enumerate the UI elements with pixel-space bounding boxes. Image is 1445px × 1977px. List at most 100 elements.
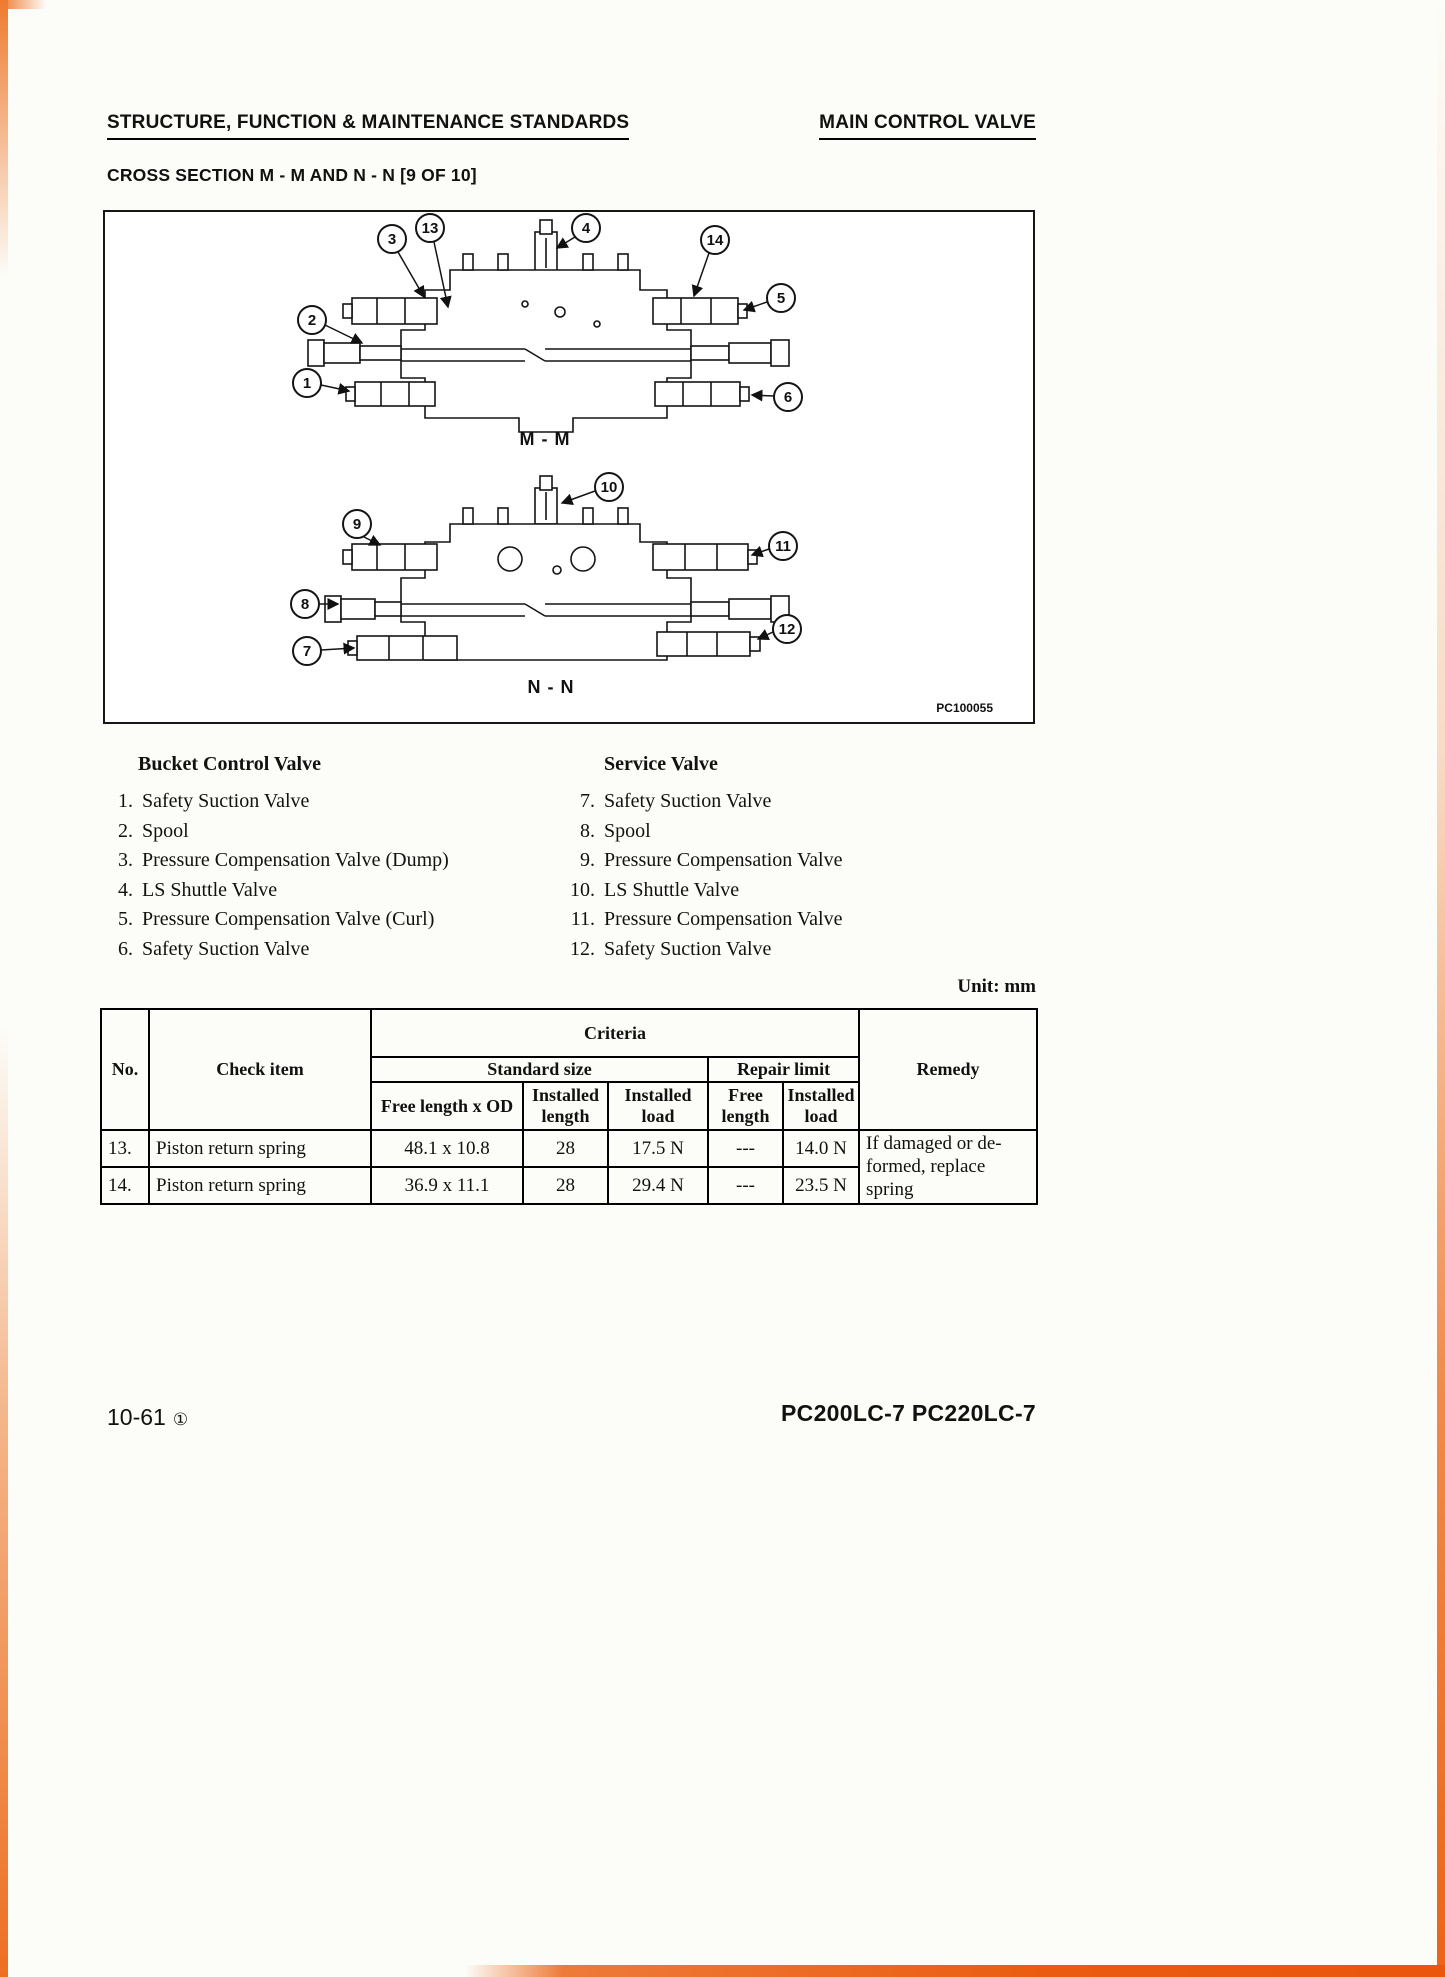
legend-bucket-control-valve: Bucket Control Valve 1. Safety Suction V… [107, 750, 552, 964]
col-header-repair-free-length: Free length [707, 1081, 784, 1131]
figure-drawing: 1 2 3 4 5 [290, 213, 993, 715]
callout-10: 10 [594, 472, 624, 502]
cell-remedy: If damaged or de- formed, replace spring [858, 1128, 1039, 1206]
legend-item-4: 4. LS Shuttle Valve [107, 876, 552, 906]
legend-right-title: Service Valve [604, 753, 718, 775]
cell-check-item: Piston return spring [148, 1166, 372, 1206]
callout-6-number: 6 [784, 389, 792, 406]
col-header-repair-limit: Repair limit [706, 1056, 861, 1083]
m-m-leader-lines [320, 236, 775, 402]
callout-5-number: 5 [777, 290, 785, 307]
scan-edge-bottom [465, 1965, 1445, 1977]
callout-12-number: 12 [779, 621, 796, 638]
table-row-13: 13. Piston return spring 48.1 x 10.8 28 … [100, 1128, 1039, 1206]
callout-5: 5 [766, 283, 796, 313]
cell-repair-installed-load: 14.0 N [781, 1128, 861, 1169]
callout-8: 8 [290, 589, 320, 619]
callout-2-number: 2 [308, 312, 316, 329]
cross-section-m-m [307, 219, 790, 433]
cell-free-length-od: 48.1 x 10.8 [370, 1128, 524, 1169]
callout-2: 2 [297, 305, 327, 335]
legend-item-label: LS Shuttle Valve [604, 878, 740, 901]
legend-item-number: 9. [580, 849, 595, 871]
legend-item-label: LS Shuttle Valve [142, 878, 278, 901]
cell-installed-length: 28 [522, 1128, 609, 1169]
cell-installed-load: 29.4 N [607, 1166, 709, 1206]
legend-item-number: 1. [118, 790, 133, 812]
legend-item-number: 5. [118, 908, 133, 930]
unit-label: Unit: mm [957, 976, 1036, 997]
legend-item-label: Pressure Compensation Valve [604, 908, 843, 930]
callout-12: 12 [772, 614, 802, 644]
page-number: 10-61 ① [107, 1404, 188, 1431]
cell-repair-free-length: --- [707, 1128, 784, 1169]
callout-7-number: 7 [303, 643, 311, 660]
callout-7: 7 [292, 636, 322, 666]
legend-item-number: 12. [570, 937, 595, 960]
cell-check-item: Piston return spring [148, 1128, 372, 1169]
model-designation: PC200LC-7 PC220LC-7 [781, 1400, 1036, 1426]
legend-item-label: Safety Suction Valve [142, 790, 310, 812]
callout-11: 11 [768, 531, 798, 561]
callout-14-number: 14 [707, 232, 724, 249]
legend-item-7: 7. Safety Suction Valve [565, 787, 1035, 817]
callout-9: 9 [342, 509, 372, 539]
callout-11-number: 11 [775, 538, 791, 555]
callout-9-number: 9 [353, 516, 361, 533]
callout-1-number: 1 [303, 375, 311, 392]
legend-item-label: Pressure Compensation Valve [604, 849, 843, 871]
legend-item-11: 11. Pressure Compensation Valve [565, 905, 1035, 935]
callout-6: 6 [773, 382, 803, 412]
legend-item-number: 3. [118, 849, 133, 871]
n-n-callouts: 7 8 9 10 11 [290, 472, 802, 666]
callout-10-number: 10 [601, 479, 618, 496]
legend-item-label: Spool [142, 819, 189, 842]
cell-free-length-od: 36.9 x 11.1 [370, 1166, 524, 1206]
col-header-installed-load: Installed load [607, 1081, 709, 1131]
page-number-text: 10-61 [107, 1404, 166, 1430]
callout-4-number: 4 [582, 220, 591, 237]
legend-item-2: 2. Spool [107, 817, 552, 847]
page-number-symbol: ① [172, 1410, 189, 1429]
m-m-callouts: 1 2 3 4 5 [292, 213, 803, 412]
callout-1: 1 [292, 368, 322, 398]
n-n-leader-lines [319, 490, 774, 655]
page-title: CROSS SECTION M - M AND N - N [9 OF 10] [107, 165, 477, 185]
legend-item-number: 8. [580, 819, 595, 842]
header-section-title: STRUCTURE, FUNCTION & MAINTENANCE STANDA… [107, 112, 630, 140]
cell-no: 13. [100, 1128, 150, 1169]
legend-item-5: 5. Pressure Compensation Valve (Curl) [107, 905, 552, 935]
legend-item-12: 12. Safety Suction Valve [565, 935, 1035, 965]
remedy-line-2: formed, replace [866, 1155, 986, 1177]
legend-item-label: Pressure Compensation Valve (Curl) [142, 908, 435, 930]
legend-item-number: 2. [118, 819, 133, 842]
cell-repair-installed-load: 23.5 N [781, 1166, 861, 1206]
col-header-criteria: Criteria [369, 1008, 861, 1058]
legend-item-number: 11. [570, 908, 595, 930]
col-header-repair-installed-load: Installed load [781, 1081, 861, 1131]
legend-left-title: Bucket Control Valve [138, 753, 321, 775]
legend-item-label: Safety Suction Valve [142, 937, 310, 960]
col-header-no: No. [100, 1008, 150, 1131]
legend-item-6: 6. Safety Suction Valve [107, 935, 552, 965]
legend-service-valve: Service Valve 7. Safety Suction Valve 8.… [565, 750, 1035, 964]
cell-no: 14. [100, 1166, 150, 1206]
legend-item-3: 3. Pressure Compensation Valve (Dump) [107, 846, 552, 876]
legend-item-label: Safety Suction Valve [604, 790, 772, 812]
legend-item-label: Safety Suction Valve [604, 937, 772, 960]
callout-14: 14 [700, 225, 730, 255]
cell-installed-load: 17.5 N [607, 1128, 709, 1169]
callout-3: 3 [377, 224, 407, 254]
col-header-check-item: Check item [148, 1008, 372, 1131]
cell-repair-free-length: --- [707, 1166, 784, 1206]
legend-item-1: 1. Safety Suction Valve [107, 787, 552, 817]
scan-edge-top-left [0, 0, 46, 9]
remedy-line-1: If damaged or de- [866, 1133, 1002, 1154]
scan-edge-right [1437, 0, 1445, 1977]
maintenance-standards-table: No. Check item Criteria Remedy Standard … [100, 1008, 1039, 1206]
legend-item-8: 8. Spool [565, 817, 1035, 847]
col-header-installed-length: Installed length [522, 1081, 609, 1131]
col-header-free-length-od: Free length x OD [370, 1081, 524, 1131]
legend-item-label: Pressure Compensation Valve (Dump) [142, 849, 449, 871]
